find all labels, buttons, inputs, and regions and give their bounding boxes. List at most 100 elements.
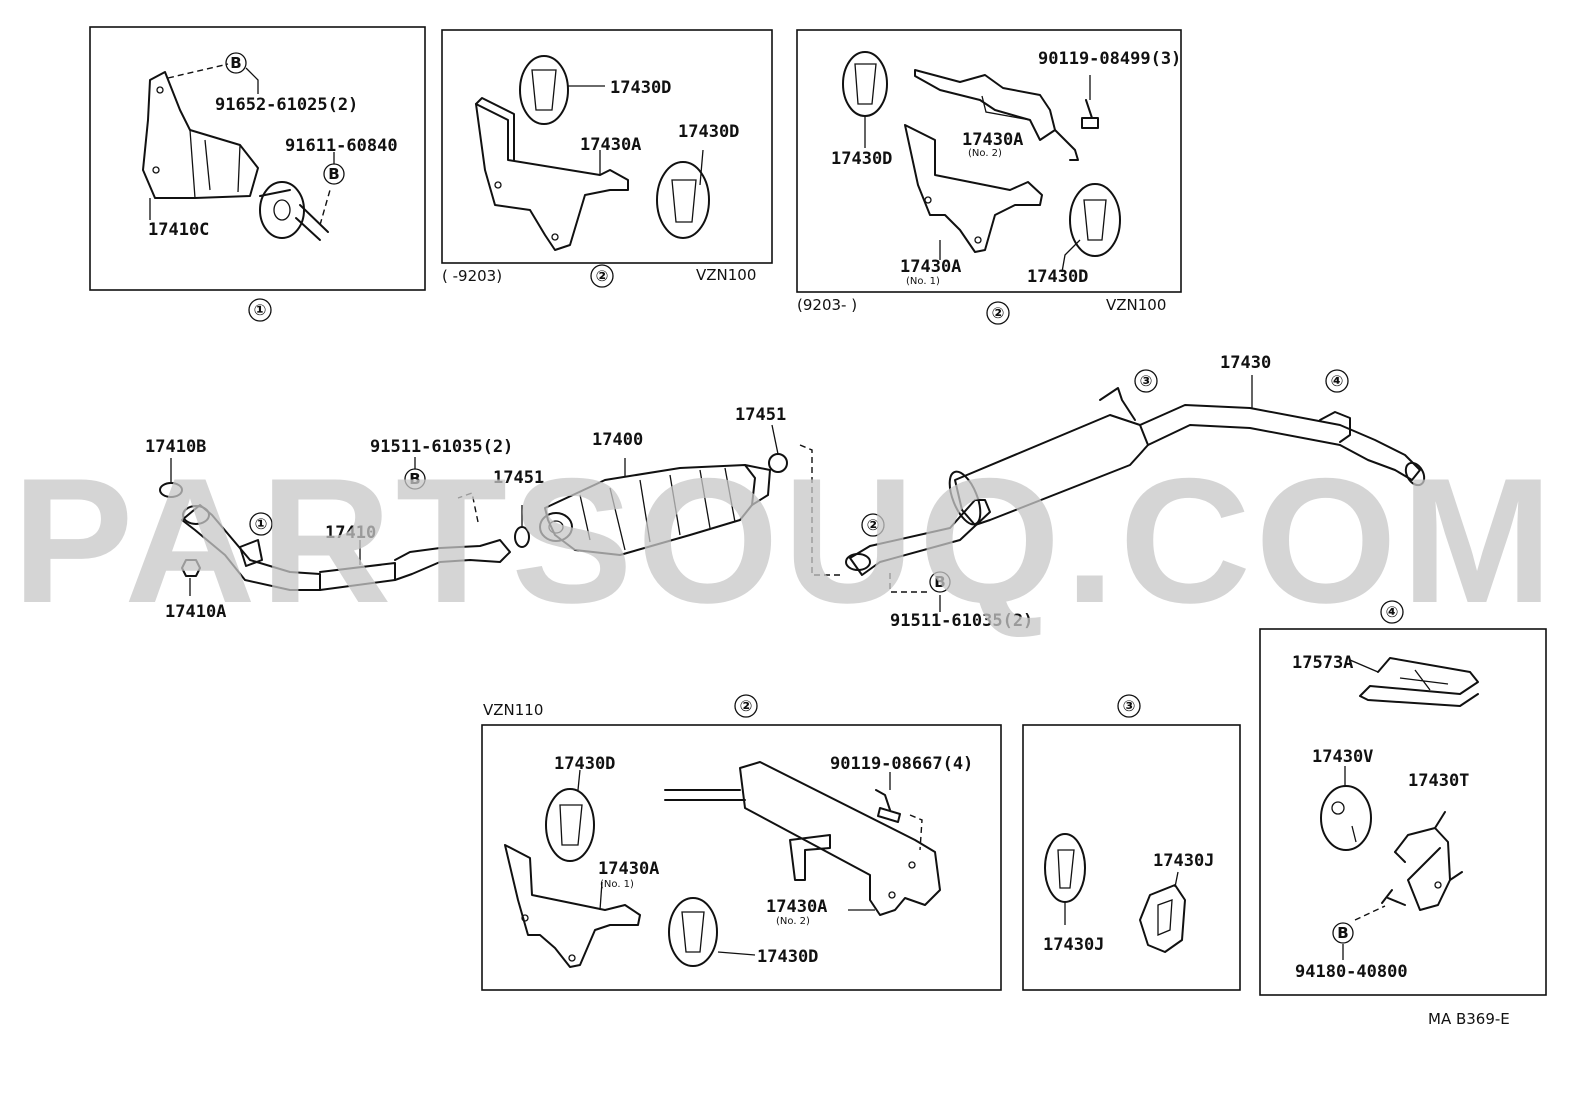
part-label: 17400 [592, 430, 643, 450]
detail-box-2c: VZN110 ② 17430D 90119-08667(4) 17430A (N… [481, 694, 1002, 991]
ref-circle-4: ④ [1380, 600, 1404, 624]
svg-text:B: B [934, 573, 945, 591]
part-label: 17430A [962, 130, 1023, 150]
bracket-17410c [142, 71, 259, 199]
model-code: VZN100 [696, 266, 756, 284]
svg-text:③: ③ [1140, 372, 1153, 390]
svg-text:①: ① [254, 301, 267, 319]
date-range: ( -9203) [442, 267, 502, 285]
bolt [875, 789, 901, 823]
sub-note: (No. 1) [600, 879, 634, 890]
rubber-17430d [842, 51, 888, 117]
detail-box-4: ④ B 17573A 17430V 17430T 94180-40800 [1259, 600, 1547, 996]
rubber-17430d [656, 161, 710, 239]
svg-text:③: ③ [1123, 697, 1136, 715]
part-label: 17430A [900, 257, 961, 277]
part-label: 90119-08499(3) [1038, 49, 1181, 69]
muffler-17430 [954, 414, 1149, 526]
svg-text:②: ② [596, 267, 609, 285]
part-label: 17451 [493, 468, 544, 488]
part-label: 17410A [165, 602, 226, 622]
svg-text:B: B [328, 165, 339, 183]
part-label: 17430D [757, 947, 818, 967]
part-label: 17430A [598, 859, 659, 879]
part-label: 91511-61035(2) [890, 611, 1033, 631]
ref-circle-1: ① [248, 298, 272, 322]
part-label: 17573A [1292, 653, 1353, 673]
part-label: 17430T [1408, 771, 1469, 791]
part-label: 17430D [831, 149, 892, 169]
part-label: 17451 [735, 405, 786, 425]
part-label: 17430V [1312, 747, 1373, 767]
sub-note: (No. 1) [906, 276, 940, 287]
bracket-17430a-no1 [904, 124, 1043, 253]
part-label: 91611-60840 [285, 136, 398, 156]
svg-text:B: B [409, 470, 420, 488]
svg-text:②: ② [992, 304, 1005, 322]
nut-17410a [181, 559, 201, 577]
detail-box-2a: 17430D 17430A 17430D ( -9203) ② VZN100 [441, 29, 773, 288]
bolt-marker-b: B [225, 52, 247, 74]
detail-box-1: B B 91652-61025(2) 91611-60840 17410C ① [89, 26, 426, 322]
rubber-17430j [1044, 833, 1086, 903]
sub-note: (No. 2) [776, 916, 810, 927]
part-label: 91652-61025(2) [215, 95, 358, 115]
svg-text:②: ② [740, 697, 753, 715]
bolt-marker-b: B [929, 571, 951, 593]
part-label: 90119-08667(4) [830, 754, 973, 774]
part-label: 17430D [678, 122, 739, 142]
part-label: 17430J [1043, 935, 1104, 955]
main-exhaust-assembly: B B 17410B 17410A 17410 91511-61035(2) 1… [145, 353, 1426, 631]
bracket-17430a-no1 [504, 844, 641, 968]
bolt-marker-b: B [323, 163, 345, 185]
clamp-17573a [1359, 657, 1479, 707]
bolt [1081, 99, 1099, 129]
rubber-17430d [519, 55, 569, 125]
svg-text:④: ④ [1331, 372, 1344, 390]
part-label: 17430D [610, 78, 671, 98]
detail-box-3: ③ 17430J 17430J [1022, 694, 1241, 991]
bracket-17430a [475, 103, 629, 251]
svg-text:B: B [1337, 924, 1348, 942]
part-label: 17410C [148, 220, 209, 240]
model-code: VZN110 [483, 701, 543, 719]
part-label: 17410 [325, 523, 376, 543]
hanger-4 [1319, 411, 1351, 443]
svg-text:④: ④ [1386, 603, 1399, 621]
part-label: 17430A [766, 897, 827, 917]
part-label: 17430A [580, 135, 641, 155]
part-label: 17430D [554, 754, 615, 774]
watermark: PARTSOUQ.COM [12, 441, 1557, 640]
hanger-rubber [259, 181, 305, 239]
bolt-marker-b: B [1332, 922, 1354, 944]
model-code: VZN100 [1106, 296, 1166, 314]
rubber-17430j [1139, 884, 1186, 953]
svg-text:②: ② [867, 516, 880, 534]
detail-box-2b: 90119-08499(3) 17430D 17430A (No. 2) 174… [796, 29, 1182, 325]
rubber-17430v [1320, 785, 1372, 851]
hanger-3 [1099, 387, 1136, 421]
ref-circle-2: ② [590, 264, 614, 288]
bracket-17430a-no2 [739, 761, 941, 916]
svg-text:①: ① [255, 515, 268, 533]
rubber-17430d [668, 897, 718, 967]
part-label: 17430D [1027, 267, 1088, 287]
figure-code: MA B369-E [1428, 1010, 1510, 1028]
catalytic-converter-17400 [544, 464, 756, 556]
bolt [1381, 889, 1406, 906]
ref-circle-2: ② [861, 513, 885, 537]
part-label: 91511-61035(2) [370, 437, 513, 457]
front-pipe-17410 [181, 504, 321, 591]
sub-note: (No. 2) [968, 148, 1002, 159]
bracket-17430a-no2 [914, 69, 1056, 141]
rubber-17430d [1069, 183, 1121, 257]
part-label: 94180-40800 [1295, 962, 1408, 982]
part-label: 17430 [1220, 353, 1271, 373]
ref-circle-2: ② [986, 301, 1010, 325]
center-pipe [849, 499, 991, 576]
svg-text:B: B [230, 54, 241, 72]
part-label: 17430J [1153, 851, 1214, 871]
ref-circle-2: ② [734, 694, 758, 718]
ref-circle-3: ③ [1134, 369, 1158, 393]
